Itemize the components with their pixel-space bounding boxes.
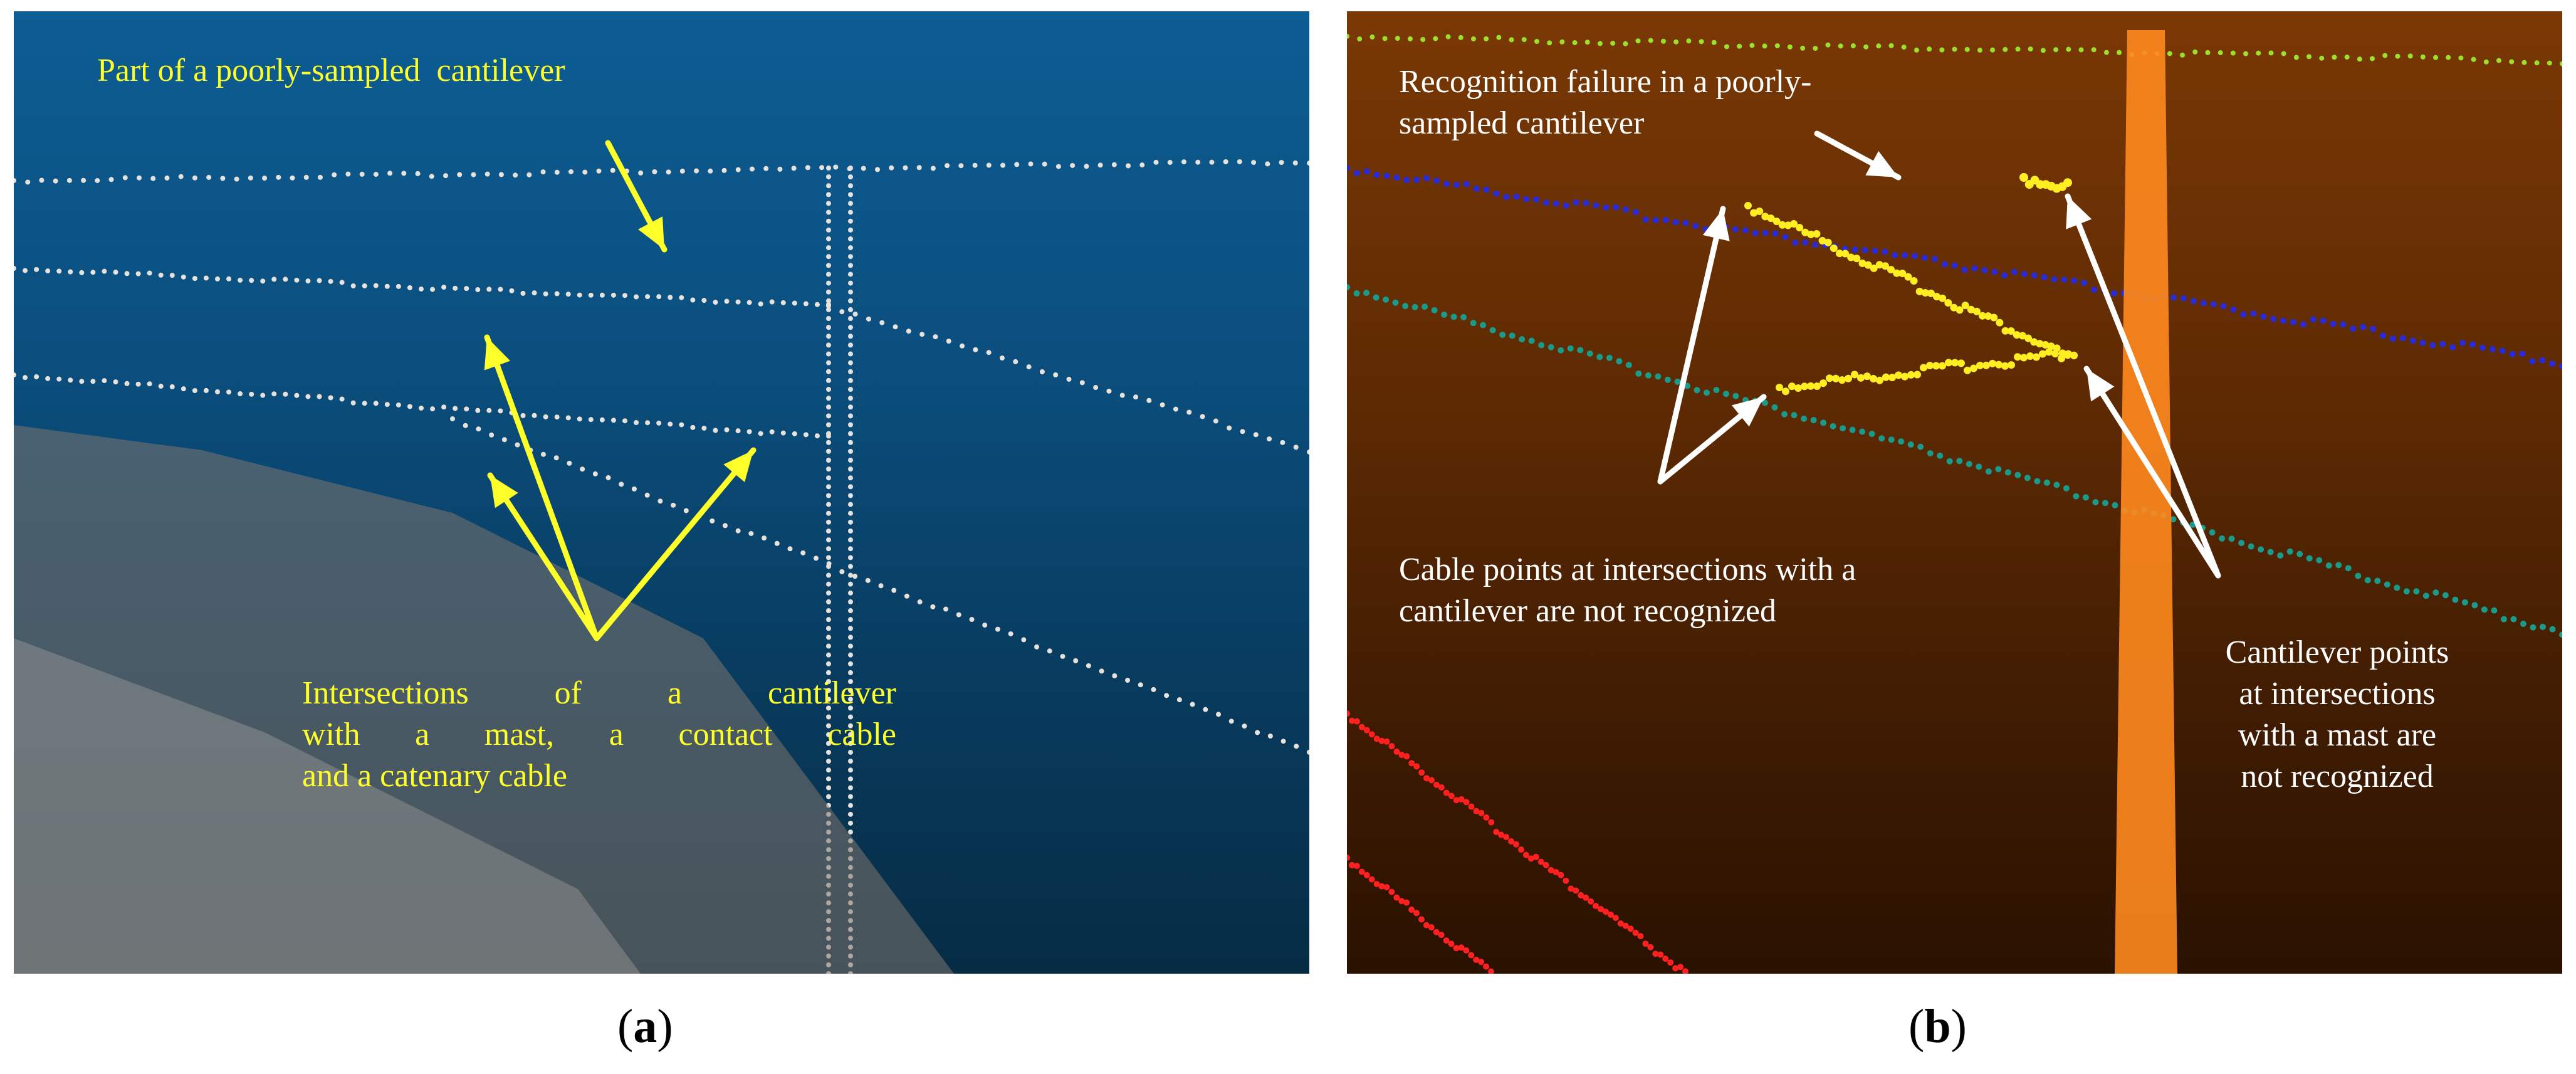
arrow-icon [2083,366,2221,579]
caption-a: (a) [617,1000,673,1053]
panel-a-label-line-2: with a mast, a contact cable [302,717,896,752]
arrow-icon [1814,130,1902,181]
cable-line [450,416,1309,755]
panel-b-label-cable-points: Cable points at intersections with a can… [1399,549,1856,632]
panel-a-scene [14,140,1309,974]
panel-b-label-right-line-2: at intersections [2239,676,2436,712]
arrow-icon [2065,193,2221,579]
panel-b-label-top-line-2: sampled cantilever [1399,105,1645,141]
panel-a-point-cloud: Part of a poorly-sampled cantilever Inte… [14,11,1309,974]
cantilever-points [1744,202,2078,359]
panel-b-label-recognition-failure: Recognition failure in a poorly- sampled… [1399,61,1811,144]
track-bed [14,638,641,974]
panel-a-label-intersections: Intersections of a cantilever with a mas… [302,673,896,797]
panel-b-label-cantilever-points: Cantilever points at intersections with … [2193,632,2481,798]
arrow-icon [605,140,668,253]
panel-a-label-line-1: Intersections of a cantilever [302,675,896,711]
mast-points [2115,30,2177,974]
cable-line [826,303,1309,455]
cable-line [14,372,831,439]
rail-points [1347,855,1494,974]
cable-line [14,266,831,307]
arrow-icon [594,447,757,641]
panel-b-classified-cloud: Recognition failure in a poorly- sampled… [1347,11,2562,974]
cantilever-points [2019,173,2072,193]
panel-b-label-right-line-1: Cantilever points [2225,634,2449,670]
catenary-cable-points [1347,165,2562,369]
panel-b-label-left-line-1: Cable points at intersections with a [1399,552,1856,587]
panel-a-label-line-3: and a catenary cable [302,758,567,794]
caption-b: (b) [1908,1000,1967,1053]
caption-a-letter: a [633,1000,657,1053]
panel-b-label-right-line-4: not recognized [2241,759,2434,794]
panel-b-label-right-line-3: with a mast are [2238,717,2437,753]
panel-a-label-poorly-sampled: Part of a poorly-sampled cantilever [97,53,565,88]
rail-points [1347,710,1689,974]
panel-b-label-left-line-2: cantilever are not recognized [1399,593,1776,629]
arrow-icon [1657,394,1767,485]
arrow-icon [1657,206,1730,485]
caption-b-letter: b [1924,1000,1951,1053]
cable-line [14,159,1309,185]
ground-surface [14,425,954,974]
arrow-icon [484,334,600,641]
panel-b-scene [1347,30,2562,974]
cantilever-points [1776,348,2078,396]
arrow-icon [487,472,600,641]
contact-cable-points [1347,284,2562,638]
panel-b-label-top-line-1: Recognition failure in a poorly- [1399,64,1812,100]
